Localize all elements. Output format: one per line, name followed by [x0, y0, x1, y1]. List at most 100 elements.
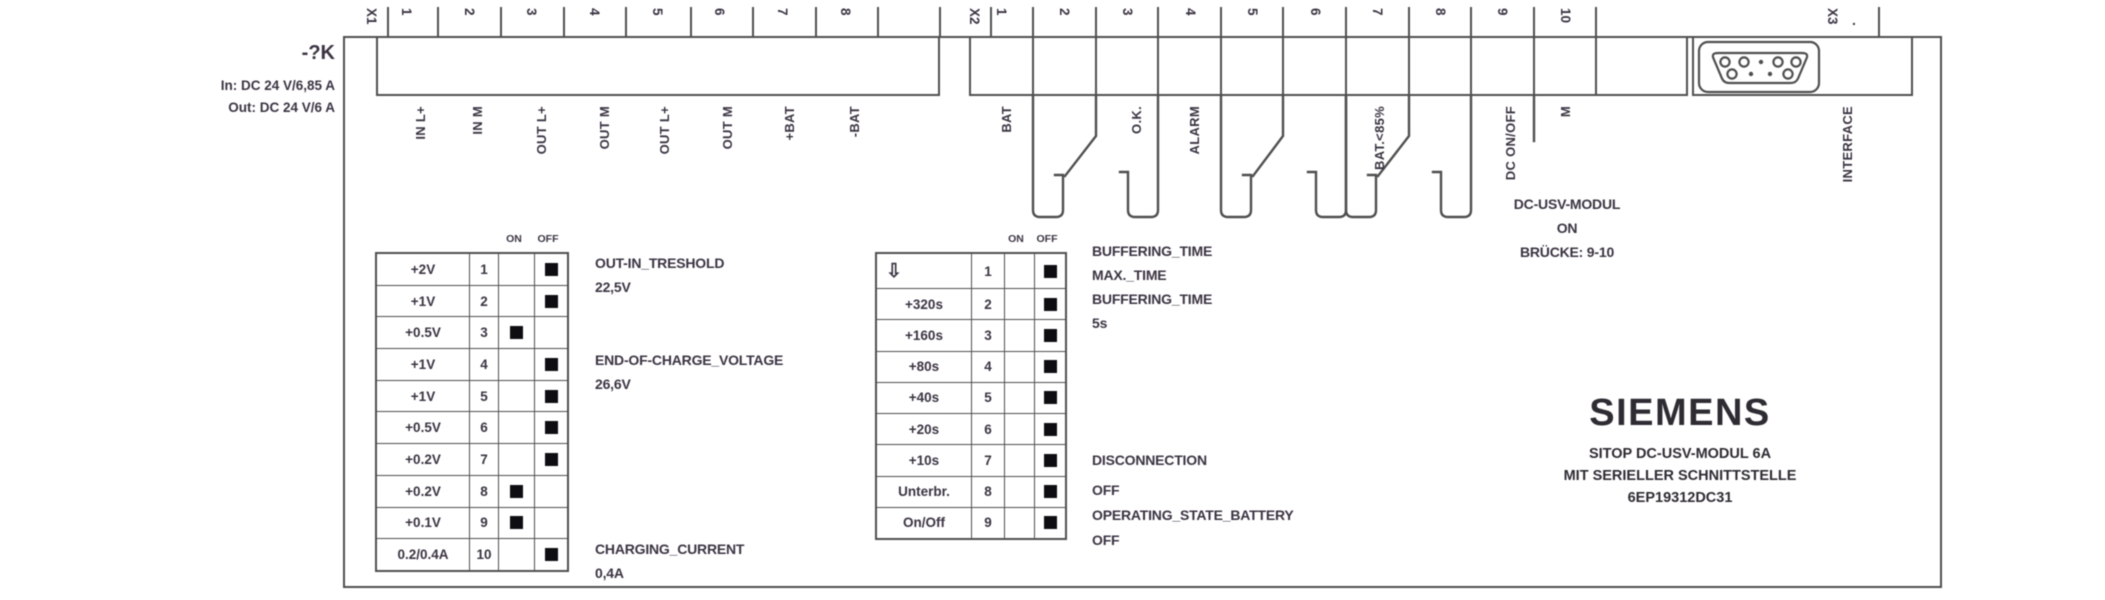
terminal-pin-number: 10: [1558, 8, 1573, 24]
dip-switch-on-cell[interactable]: [499, 444, 535, 476]
dip-switch-on-cell[interactable]: [499, 285, 535, 318]
dip-switch-off-cell[interactable]: [1035, 445, 1065, 477]
switch-row-label: +0.1V: [377, 507, 470, 540]
terminal-pin-number: 2: [1057, 8, 1072, 16]
pin-label: OUT L+: [656, 106, 672, 155]
switch-row-number: 2: [972, 289, 1005, 321]
dip-switch-on-cell[interactable]: [1005, 351, 1035, 383]
brand-logo: SIEMENS: [1589, 392, 1771, 434]
dip-switch-on-cell[interactable]: [499, 380, 535, 413]
terminal-pin-number: 7: [1370, 8, 1385, 16]
switch-row-number: 4: [470, 349, 499, 381]
dip-switch-off-cell[interactable]: [1035, 508, 1065, 538]
terminal-divider: [1095, 37, 1097, 95]
terminal-tick: [500, 7, 502, 36]
terminal-designator-x1: X1: [364, 8, 379, 25]
dip-switch-on: [510, 326, 523, 340]
pin-label: BAT.<85%: [1371, 106, 1387, 170]
pin-label: IN M: [469, 106, 485, 135]
switch-row-number: 5: [470, 380, 499, 413]
dip-switch-on-cell[interactable]: [1005, 254, 1035, 290]
dip-switch-on-cell[interactable]: [1005, 289, 1035, 321]
dip-switch-on-cell[interactable]: [1005, 382, 1035, 415]
dip-switch-off-cell[interactable]: [535, 539, 567, 570]
dip-switch-off: [544, 389, 558, 403]
dip-switch-off: [1043, 422, 1057, 436]
annotation-buffering: MAX._TIME: [1092, 267, 1167, 283]
pin-label: ALARM: [1186, 106, 1202, 155]
dip-switch-on-cell[interactable]: [499, 349, 535, 381]
terminal-divider: [1282, 37, 1284, 95]
dip-switch-off: [1043, 264, 1057, 278]
dip-switch-on-cell[interactable]: [1005, 320, 1035, 352]
dip-switch-on-cell[interactable]: [499, 507, 535, 540]
switch-row-label: On/Off: [877, 507, 972, 538]
dip-switch-on-cell[interactable]: [1005, 476, 1035, 508]
dip-switch-off-cell[interactable]: [535, 508, 567, 540]
switch-row-number: 3: [972, 320, 1005, 352]
dip-switch-off: [1043, 360, 1057, 374]
dip-switch-on-cell[interactable]: [499, 539, 535, 570]
switch-row-label: +1V: [377, 285, 470, 318]
annotation-buffering: BUFFERING_TIME: [1092, 291, 1213, 307]
switch-row-number: 10: [470, 539, 499, 570]
terminal-tick: [1220, 7, 1222, 36]
dip-switch-off: [1043, 453, 1057, 467]
dip-switch-on-cell[interactable]: [1005, 414, 1035, 446]
dip-switch-off-cell[interactable]: [1035, 254, 1065, 290]
terminal-tick: [1533, 7, 1535, 36]
dip-switch-off-cell[interactable]: [1035, 383, 1065, 415]
pin-label: IN L+: [412, 106, 428, 140]
dip-switch-off-cell[interactable]: [535, 444, 567, 476]
onoff-header-on: ON: [1008, 233, 1024, 245]
dip-switch-off: [544, 294, 558, 308]
terminal-designator-x2: X2: [967, 8, 982, 25]
switch-row-number: 6: [470, 412, 499, 445]
dip-switch-off-cell[interactable]: [535, 381, 567, 413]
switch-row-label: +160s: [877, 320, 972, 352]
dip-switch-off-cell[interactable]: [1035, 414, 1065, 446]
dip-switch-off: [544, 357, 558, 371]
dip-switch-off-cell[interactable]: [535, 317, 567, 350]
dip-switch-on-cell[interactable]: [499, 317, 535, 350]
dip-switch-on-cell[interactable]: [499, 412, 535, 445]
annotation-charging_current: CHARGING_CURRENT: [595, 541, 745, 557]
pin-label: -BAT: [846, 106, 862, 138]
terminal-tick: [990, 7, 992, 36]
dip-switch-off-cell[interactable]: [1035, 289, 1065, 321]
terminal-divider: [1032, 37, 1034, 95]
interface-label: INTERFACE: [1840, 106, 1855, 183]
terminal-tick: [939, 7, 941, 36]
switch-row-number: 1: [972, 254, 1005, 290]
terminal-pin-number: 6: [1308, 8, 1323, 16]
dip-switch-on-cell[interactable]: [499, 475, 535, 508]
terminal-tick: [1282, 7, 1284, 36]
dip-switch-on-cell[interactable]: [1005, 507, 1035, 538]
switch-row-label: +20s: [877, 414, 972, 446]
dip-switch-off-cell[interactable]: [1035, 477, 1065, 508]
terminal-pin-number: 2: [462, 8, 477, 16]
dip-switch-off-cell[interactable]: [1035, 352, 1065, 383]
terminal-divider: [1157, 37, 1159, 95]
switch-row-label: +0.2V: [377, 475, 470, 508]
dip-switch-on-cell[interactable]: [1005, 445, 1035, 477]
pin-label: OUT M: [719, 106, 735, 150]
dip-switch-off: [544, 548, 558, 562]
onoff-header-off: OFF: [1036, 233, 1058, 245]
terminal-pin-number: 6: [712, 8, 727, 16]
dip-switch-off: [544, 421, 558, 435]
dip-switch-off-cell[interactable]: [535, 476, 567, 508]
dip-switch-off-cell[interactable]: [1035, 320, 1065, 352]
dip-switch-on-cell[interactable]: [499, 254, 535, 286]
dip-switch-off-cell[interactable]: [535, 286, 567, 318]
dip-switch-off-cell[interactable]: [535, 412, 567, 445]
terminal-pin-number: 4: [1183, 8, 1198, 16]
terminal-pin-number: 3: [1120, 8, 1135, 16]
dip-switch-off-cell[interactable]: [535, 349, 567, 381]
dip-switch-off: [1043, 391, 1057, 405]
pin-label: OUT M: [596, 106, 612, 150]
switch-row-label: +320s: [877, 289, 972, 321]
switch-row-number: 5: [972, 382, 1005, 415]
dip-switch-off-cell[interactable]: [535, 254, 567, 286]
